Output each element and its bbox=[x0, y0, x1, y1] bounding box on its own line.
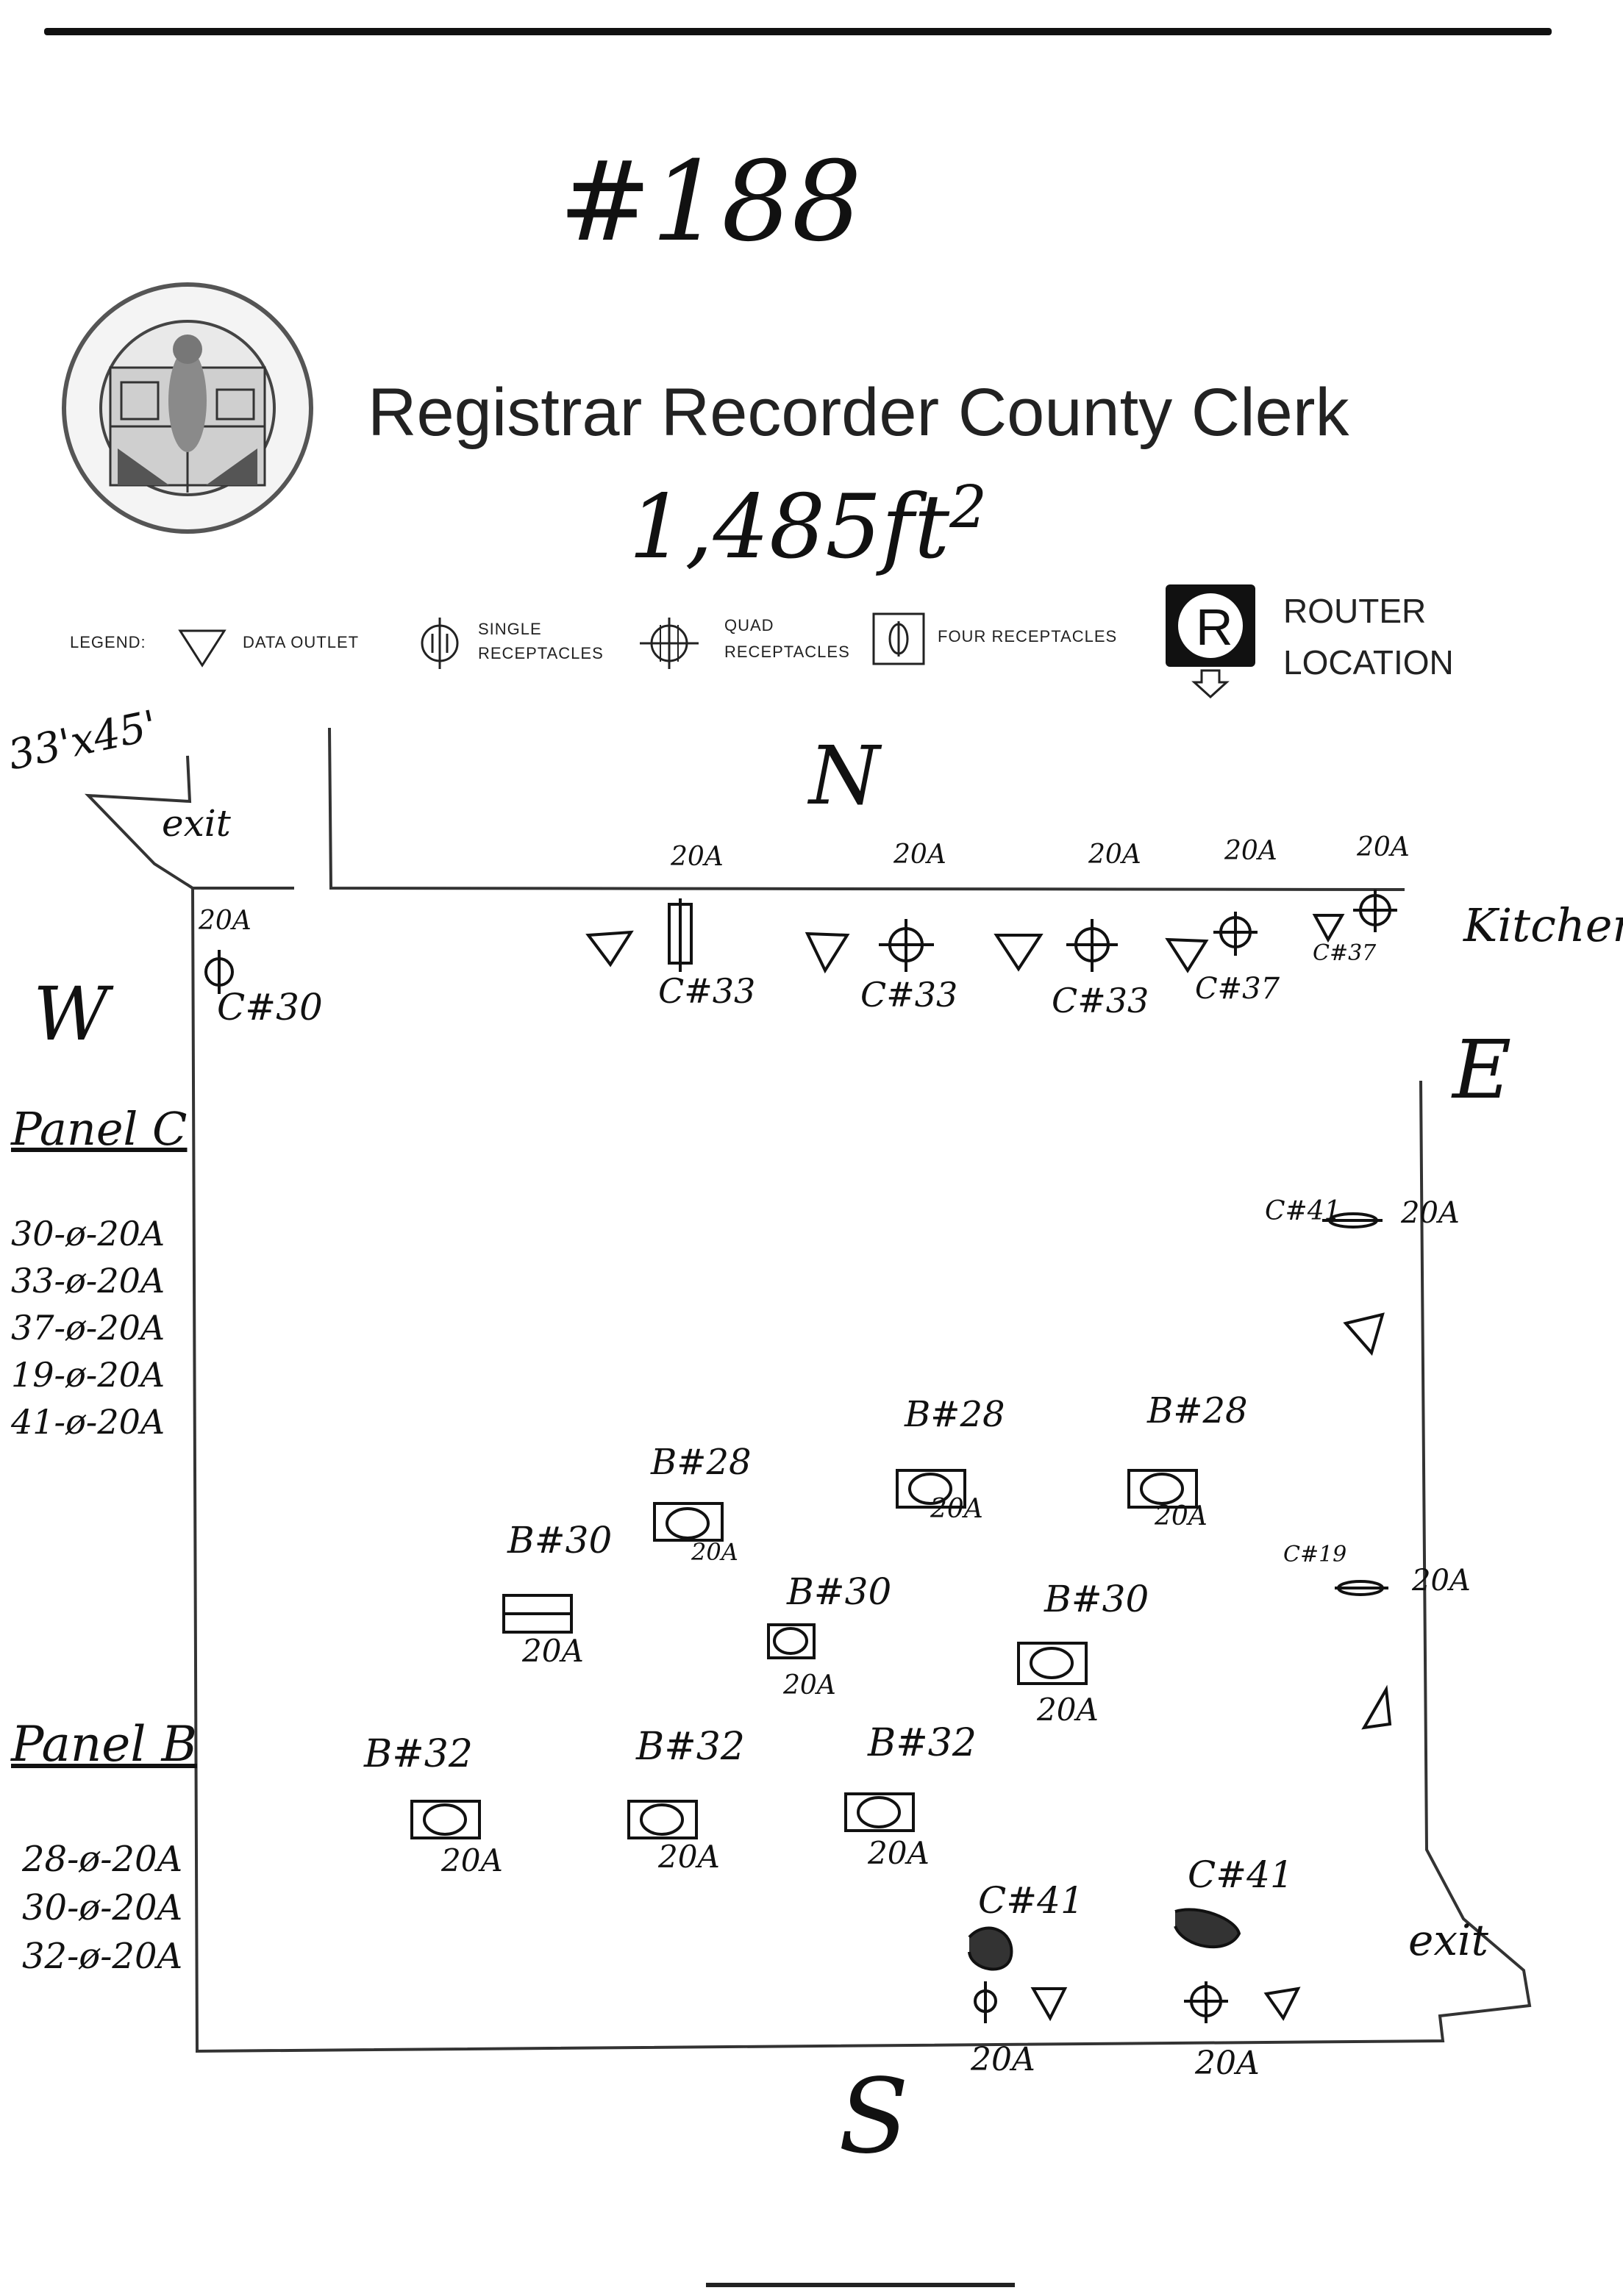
north-amp-label: 20A bbox=[1224, 836, 1277, 866]
east-amp-label: 20A bbox=[1401, 1196, 1460, 1230]
north-amp-label: 20A bbox=[1357, 832, 1410, 862]
legend-quad-label-1: QUAD bbox=[724, 616, 774, 634]
floor-box-circuit: B#30 bbox=[1044, 1578, 1149, 1620]
compass-north: N bbox=[809, 729, 880, 823]
legend-data-outlet-icon bbox=[178, 629, 226, 668]
west-amp-label: 20A bbox=[199, 906, 252, 936]
floor-box-amp: 20A bbox=[441, 1842, 503, 1878]
panel-c-title: Panel C bbox=[11, 1102, 188, 1156]
exit-west-label: exit bbox=[162, 802, 231, 845]
floor-box-circuit: B#30 bbox=[507, 1519, 613, 1562]
north-circuit-label: C#33 bbox=[658, 971, 756, 1011]
floor-box-circuit: B#32 bbox=[868, 1721, 977, 1765]
kitchen-label: Kitchen bbox=[1463, 898, 1623, 952]
east-wall-outlets bbox=[1322, 1212, 1392, 1730]
east-circuit-label: C#19 bbox=[1283, 1542, 1347, 1567]
county-seal-logo bbox=[62, 282, 313, 534]
south-amp-label: 20A bbox=[1195, 2045, 1260, 2082]
form-number: #188 bbox=[559, 138, 862, 266]
south-circuit-label: C#41 bbox=[1188, 1853, 1294, 1896]
legend-router-label-2: LOCATION bbox=[1283, 643, 1454, 682]
floor-box-amp: 20A bbox=[1155, 1501, 1208, 1531]
panel-b-circuit: 32-ø-20A bbox=[22, 1936, 183, 1977]
legend-label: LEGEND: bbox=[70, 633, 146, 651]
north-wall-outlets bbox=[585, 890, 1397, 974]
panel-b-circuit-list: 28-ø-20A 30-ø-20A 32-ø-20A bbox=[22, 1842, 182, 1987]
south-wall-outlets bbox=[968, 1908, 1301, 2023]
legend-data-outlet-label: DATA OUTLET bbox=[243, 633, 360, 651]
floor-box-amp: 20A bbox=[930, 1494, 983, 1524]
north-amp-label: 20A bbox=[893, 840, 946, 870]
panel-c-circuit-list: 30-ø-20A 33-ø-20A 37-ø-20A 19-ø-20A 41-ø… bbox=[11, 1217, 165, 1452]
panel-b-circuit: 30-ø-20A bbox=[22, 1887, 183, 1928]
legend-single-label-2: RECEPTACLES bbox=[478, 644, 604, 662]
floor-box-amp: 20A bbox=[522, 1633, 584, 1669]
floor-box-amp: 20A bbox=[691, 1538, 738, 1566]
west-circuit-label: C#30 bbox=[217, 986, 323, 1029]
floor-box-circuit: B#28 bbox=[905, 1394, 1005, 1435]
north-circuit-label: C#37 bbox=[1195, 972, 1280, 1006]
area-exponent: 2 bbox=[949, 473, 988, 541]
legend-router-label-1: ROUTER bbox=[1283, 592, 1427, 630]
legend-single-receptacle-icon bbox=[421, 618, 459, 669]
page-title: Registrar Recorder County Clerk bbox=[368, 375, 1349, 450]
compass-east: E bbox=[1452, 1023, 1512, 1117]
bottom-border-bar bbox=[706, 2283, 1015, 2287]
top-border-bar bbox=[44, 28, 1552, 35]
legend-quad-label-2: RECEPTACLES bbox=[724, 643, 850, 661]
legend-router-glyph: R bbox=[1196, 598, 1233, 656]
legend-four-label: FOUR RECEPTACLES bbox=[938, 627, 1118, 645]
floor-box-amp: 20A bbox=[868, 1835, 930, 1871]
floor-boxes bbox=[410, 1469, 1198, 1839]
floor-box-amp: 20A bbox=[658, 1839, 720, 1875]
legend-quad-receptacle-icon bbox=[640, 618, 699, 669]
room-outline bbox=[84, 727, 1532, 2053]
floor-box-circuit: B#30 bbox=[787, 1570, 892, 1613]
compass-south: S bbox=[838, 2057, 909, 2177]
north-amp-label: 20A bbox=[671, 842, 724, 872]
south-circuit-label: C#41 bbox=[978, 1879, 1084, 1922]
north-circuit-label: C#33 bbox=[860, 975, 958, 1015]
area-value: 1,485ft2 bbox=[629, 478, 987, 572]
panel-b-title: Panel B bbox=[11, 1716, 197, 1773]
floor-box-circuit: B#28 bbox=[651, 1442, 752, 1483]
panel-c-circuit: 19-ø-20A bbox=[11, 1355, 165, 1395]
panel-c-circuit: 41-ø-20A bbox=[11, 1402, 165, 1442]
west-wall-outlet bbox=[204, 950, 234, 994]
compass-west: W bbox=[33, 971, 109, 1057]
north-circuit-label: C#37 bbox=[1313, 940, 1377, 966]
legend-four-receptacles-icon bbox=[872, 612, 925, 665]
panel-c-circuit: 37-ø-20A bbox=[11, 1308, 165, 1348]
panel-b-circuit: 28-ø-20A bbox=[22, 1839, 183, 1880]
panel-c-circuit: 30-ø-20A bbox=[11, 1214, 165, 1253]
legend-single-label-1: SINGLE bbox=[478, 620, 542, 638]
floor-box-amp: 20A bbox=[783, 1670, 836, 1700]
south-amp-label: 20A bbox=[971, 2041, 1035, 2078]
floor-box-circuit: B#32 bbox=[364, 1732, 473, 1776]
floor-box-circuit: B#28 bbox=[1147, 1390, 1248, 1431]
legend-router-icon bbox=[1166, 584, 1255, 699]
exit-east-label: exit bbox=[1408, 1915, 1488, 1965]
east-amp-label: 20A bbox=[1412, 1564, 1471, 1598]
panel-c-circuit: 33-ø-20A bbox=[11, 1261, 165, 1301]
floor-box-circuit: B#32 bbox=[636, 1725, 745, 1769]
area-number: 1,485ft bbox=[629, 476, 950, 579]
north-circuit-label: C#33 bbox=[1052, 981, 1149, 1020]
north-amp-label: 20A bbox=[1088, 840, 1141, 870]
east-circuit-label: C#41 bbox=[1265, 1196, 1341, 1226]
floor-box-amp: 20A bbox=[1037, 1692, 1099, 1728]
